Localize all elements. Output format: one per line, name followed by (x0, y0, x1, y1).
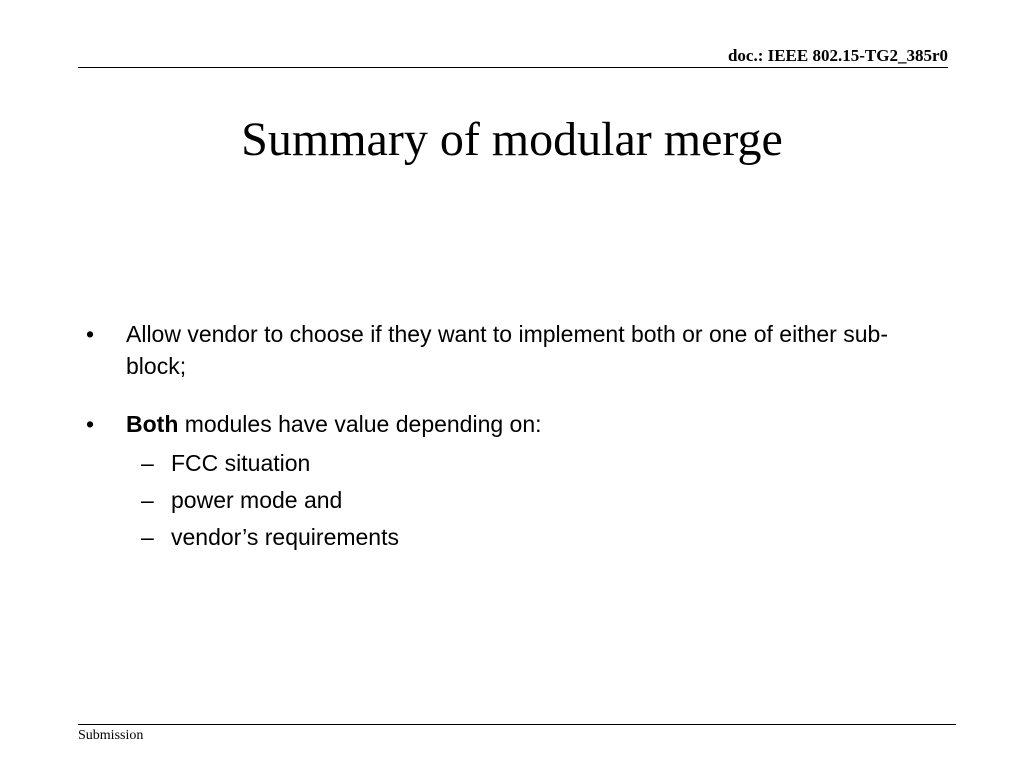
dash-icon: – (141, 450, 154, 476)
slide-title: Summary of modular merge (241, 113, 783, 166)
header-divider (78, 67, 948, 68)
dash-icon: – (141, 487, 154, 513)
sub-bullet-text: FCC situation (171, 450, 311, 476)
bullet-list: • Allow vendor to choose if they want to… (86, 318, 936, 556)
sub-bullet-list: – FCC situation – power mode and – vendo… (126, 445, 936, 556)
footer-label: Submission (78, 728, 144, 743)
document-id: doc.: IEEE 802.15-TG2_385r0 (727, 46, 948, 65)
bullet-dot-icon: • (86, 411, 95, 437)
bullet-item: • Allow vendor to choose if they want to… (86, 318, 936, 382)
bullet-text: Allow vendor to choose if they want to i… (126, 321, 888, 379)
sub-bullet-item: – power mode and (126, 482, 936, 519)
sub-bullet-text: vendor’s requirements (171, 524, 399, 550)
bullet-lead-text: Both (126, 411, 179, 437)
sub-bullet-text: power mode and (171, 487, 343, 513)
bullet-dot-icon: • (86, 321, 95, 347)
bullet-item: • Both modules have value depending on: … (86, 408, 936, 556)
dash-icon: – (141, 524, 154, 550)
sub-bullet-item: – vendor’s requirements (126, 519, 936, 556)
footer-divider (78, 724, 956, 725)
bullet-text: modules have value depending on: (178, 411, 542, 437)
sub-bullet-item: – FCC situation (126, 445, 936, 482)
